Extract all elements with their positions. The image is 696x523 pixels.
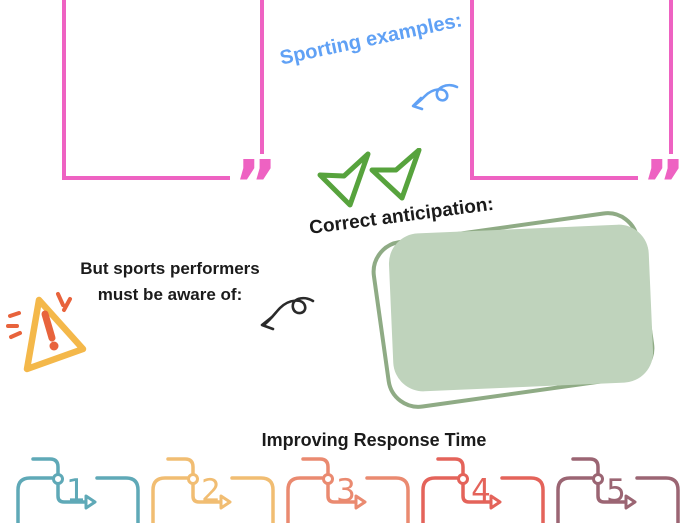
quote-box-left[interactable] <box>62 0 264 180</box>
double-dart-arrow-icon <box>317 148 422 208</box>
process-step: 4 <box>418 445 553 523</box>
process-step-icon: 4 <box>421 457 545 523</box>
curl-arrow-icon <box>260 296 315 331</box>
process-step: 2 <box>148 445 283 523</box>
improving-title: Improving Response Time <box>261 430 487 450</box>
quote-icon: ” <box>642 146 685 223</box>
quote-icon: ” <box>234 146 277 223</box>
process-step: 1 <box>13 445 148 523</box>
step-number: 2 <box>201 473 221 509</box>
aware-of-label: But sports performers must be aware of: <box>80 259 260 304</box>
process-step-icon: 1 <box>16 457 140 523</box>
step-number: 5 <box>606 473 626 509</box>
step-number: 4 <box>471 473 491 509</box>
process-step-icon: 5 <box>556 457 680 523</box>
process-step-icon: 2 <box>151 457 275 523</box>
process-step: 3 <box>283 445 418 523</box>
warning-triangle-icon <box>6 292 87 373</box>
green-answer-box[interactable] <box>387 223 655 393</box>
process-step: 5 <box>553 445 688 523</box>
curl-arrow-icon <box>411 83 459 111</box>
corner-patch <box>230 154 280 196</box>
sporting-examples-label: Sporting examples: <box>278 9 465 70</box>
step-number: 3 <box>336 473 356 509</box>
process-step-icon: 3 <box>286 457 410 523</box>
quote-box-right[interactable] <box>470 0 673 180</box>
corner-patch <box>638 154 696 196</box>
step-number: 1 <box>66 473 86 509</box>
